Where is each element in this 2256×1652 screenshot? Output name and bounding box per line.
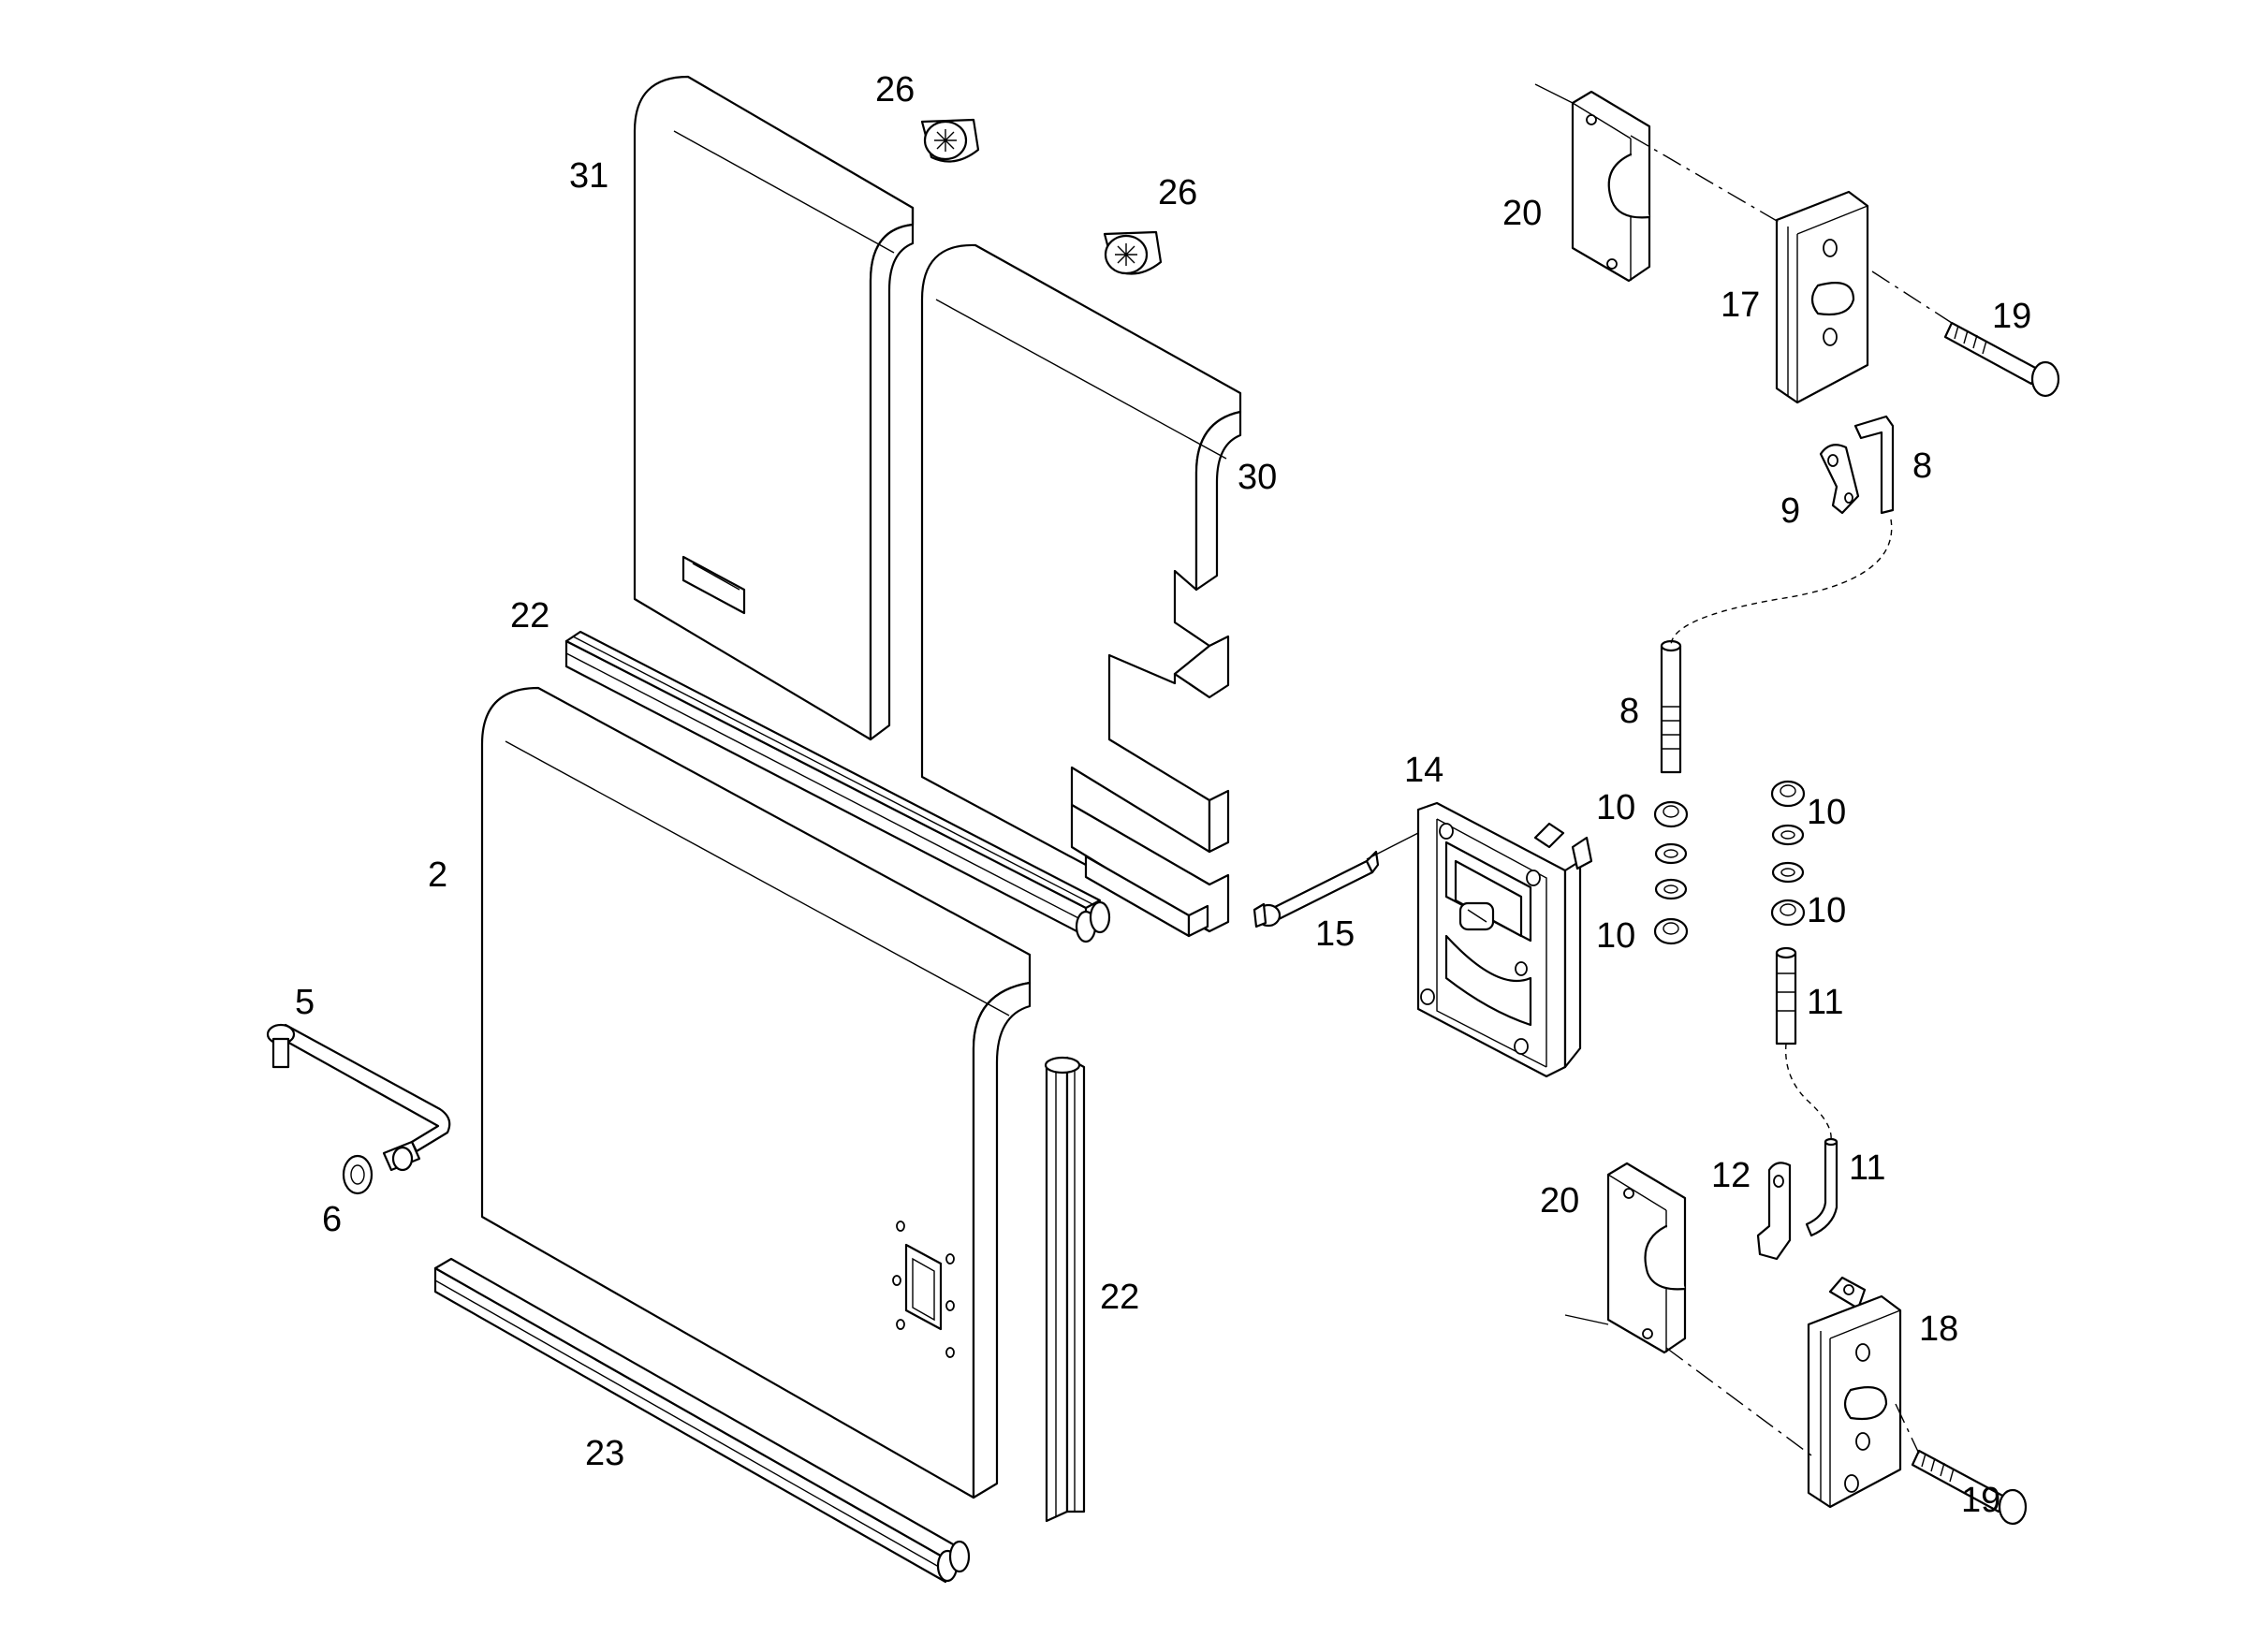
callout-18: 18: [1919, 1309, 1958, 1349]
nut-10-left-top: [1653, 800, 1689, 828]
callout-11-bent: 11: [1849, 1148, 1885, 1188]
callout-23: 23: [585, 1434, 624, 1473]
hinge-plate-20-upper: [1571, 90, 1651, 283]
callout-10-left-top: 10: [1596, 788, 1635, 827]
clip-12: [1756, 1162, 1792, 1261]
hinge-plate-20-lower: [1606, 1162, 1687, 1354]
assembly-lines: [1366, 83, 1953, 1456]
latch-14: [1416, 801, 1593, 1078]
callout-31: 31: [569, 156, 608, 196]
seal-strip-23: [433, 1257, 971, 1584]
seal-strip-22-upper: [564, 630, 1111, 943]
callout-15: 15: [1315, 914, 1355, 954]
callout-14: 14: [1404, 751, 1443, 790]
callout-8-straight: 8: [1619, 692, 1639, 731]
screw-19-lower: [1911, 1449, 2028, 1526]
callout-26-top: 26: [875, 70, 915, 110]
nut-10-right-top: [1770, 780, 1806, 808]
callout-22-upper: 22: [510, 596, 549, 636]
washer-10-right-1: [1771, 824, 1805, 846]
callout-12: 12: [1711, 1156, 1751, 1195]
push-clip-26a: [920, 118, 980, 163]
lock-washer-6: [342, 1154, 374, 1195]
cover-panel-31: [633, 75, 915, 741]
door-panel-2: [480, 686, 1032, 1499]
spring-pin-8-bent: [1853, 415, 1895, 515]
callout-19-upper: 19: [1992, 297, 2031, 336]
nut-10-left-bottom: [1653, 917, 1689, 945]
seal-strip-22-vertical: [1044, 1056, 1086, 1523]
spring-pin-11-straight: [1775, 946, 1797, 1045]
cover-panel-30: [920, 243, 1242, 938]
callout-8-bent: 8: [1912, 446, 1932, 486]
hinge-body-17: [1775, 190, 1869, 404]
callout-9: 9: [1780, 491, 1800, 531]
clip-9: [1819, 444, 1860, 515]
nut-10-right-bottom: [1770, 899, 1806, 927]
bolt-15: [1253, 850, 1380, 928]
washer-10-right-2: [1771, 861, 1805, 884]
callout-26-right: 26: [1158, 173, 1197, 212]
callout-17: 17: [1721, 285, 1760, 325]
callout-11-straight: 11: [1807, 983, 1843, 1022]
callout-20-upper: 20: [1502, 194, 1542, 233]
hinge-body-18: [1807, 1276, 1902, 1509]
washer-10-left-1: [1654, 842, 1688, 865]
callout-10-right-top: 10: [1807, 793, 1846, 832]
screw-19-upper: [1943, 321, 2060, 398]
callout-5: 5: [295, 983, 315, 1022]
callout-10-right-bottom: 10: [1807, 891, 1846, 930]
callout-labels: 31 26 26 30 22 2 5 6 23 22 20 17 19 9 8 …: [295, 70, 2031, 1520]
callout-20-lower: 20: [1540, 1181, 1579, 1221]
spring-pin-11-bent: [1805, 1137, 1838, 1237]
callout-6: 6: [322, 1200, 342, 1239]
rod-5: [266, 1023, 451, 1172]
callout-22-vertical: 22: [1100, 1278, 1139, 1317]
callout-19-lower: 19: [1961, 1481, 2000, 1520]
push-clip-26b: [1103, 230, 1163, 275]
washer-10-left-2: [1654, 878, 1688, 900]
callout-2: 2: [428, 855, 447, 895]
callout-30: 30: [1238, 458, 1277, 497]
spring-pin-8-straight: [1660, 639, 1682, 774]
callout-10-left-bottom: 10: [1596, 916, 1635, 956]
